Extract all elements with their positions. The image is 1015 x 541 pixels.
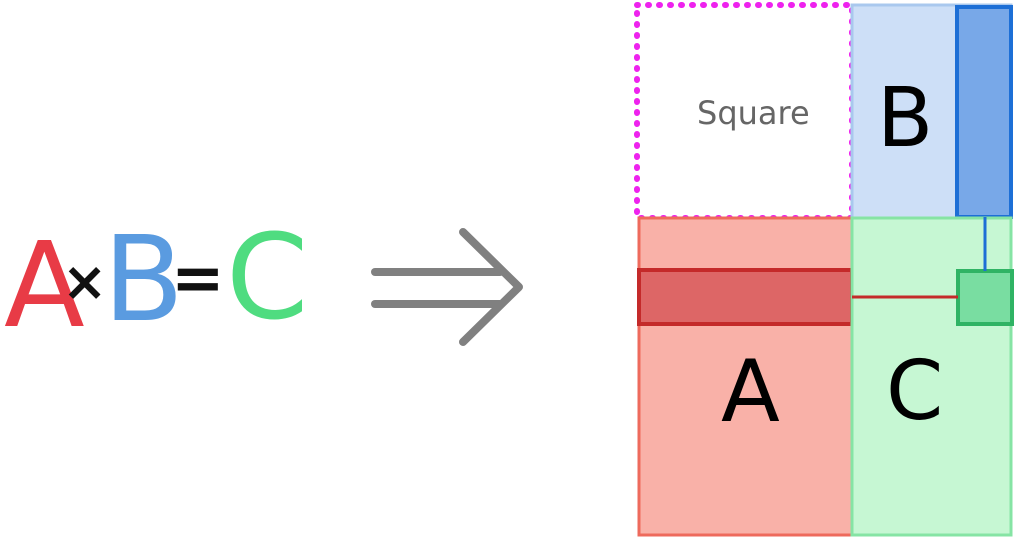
equation-b-label: B	[103, 210, 184, 348]
square-label: Square	[697, 94, 810, 132]
block-diagram: Square B A C	[634, 2, 1014, 537]
equation: A × B = C	[4, 208, 308, 354]
c-result-cell	[956, 269, 1014, 326]
implies-arrow	[371, 228, 523, 346]
b-column-bar	[955, 5, 1013, 219]
equation-a-label: A	[4, 216, 85, 354]
c-label: C	[886, 344, 943, 439]
implies-arrow-head	[459, 228, 523, 346]
a-label: A	[721, 342, 780, 442]
square-region	[637, 5, 852, 218]
b-label: B	[877, 71, 933, 166]
equation-times-symbol: ×	[62, 250, 107, 313]
equation-equals-symbol: =	[171, 242, 225, 316]
a-row-bar	[637, 268, 854, 326]
equation-c-label: C	[226, 208, 308, 346]
